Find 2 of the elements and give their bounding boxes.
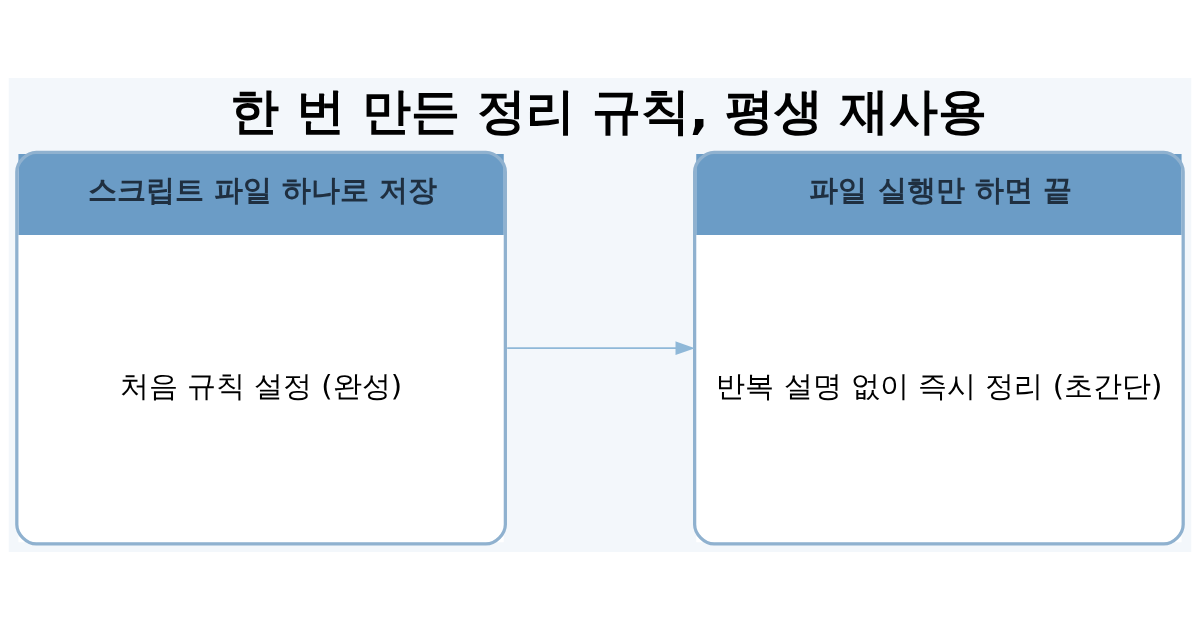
diagram-title: 한 번 만든 정리 규칙, 평생 재사용 [230,83,988,140]
arrow [506,341,695,355]
